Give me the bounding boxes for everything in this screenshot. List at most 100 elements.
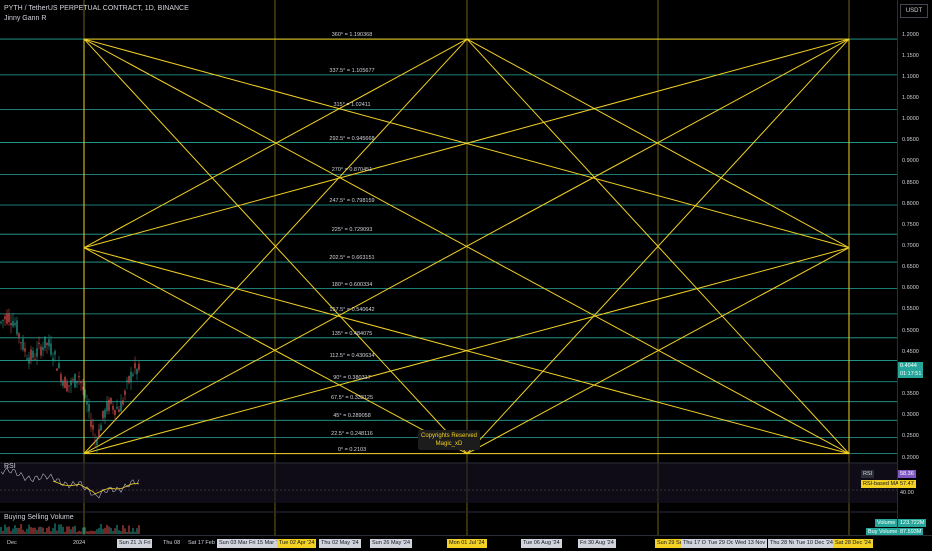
time-axis-label: Fri (142, 539, 153, 548)
rsi-ma-line (52, 480, 140, 495)
volume-title[interactable]: Buying Selling Volume (4, 514, 74, 521)
copyright-badge: Copyrights Reserved Magic_xD (418, 430, 480, 450)
candle-body (114, 409, 116, 416)
candle-body (98, 429, 100, 438)
candle-body (48, 339, 50, 347)
candle-body (44, 336, 46, 349)
candle-body (76, 380, 78, 383)
volume-bar (74, 525, 76, 534)
volume-bar (82, 527, 84, 534)
candle-body (26, 358, 28, 360)
candle-body (82, 386, 84, 390)
volume-bar (64, 531, 66, 534)
currency-button[interactable]: USDT (900, 4, 928, 18)
volume-bar (110, 527, 112, 534)
volume-bar (88, 531, 90, 534)
volume-bar (8, 526, 10, 534)
candle-body (6, 313, 8, 324)
rsi-level-tick: 40.00 (900, 490, 914, 496)
candle-body (106, 400, 108, 412)
volume-bar (108, 526, 110, 534)
time-axis-label: Sun 21 Jan (117, 539, 149, 548)
time-axis-label: Fri 15 Mar '24 (247, 539, 285, 548)
gann-level-label: 292.5° = 0.945668 (329, 135, 375, 142)
volume-bar (134, 531, 136, 534)
volume-value-tag: 123.722M (898, 519, 927, 527)
candle-body (138, 363, 140, 370)
gann-level-label: 225° = 0.729093 (331, 227, 373, 234)
volume-bar (76, 531, 78, 534)
candle-body (58, 363, 60, 368)
gann-level-label: 90° = 0.380317 (333, 374, 371, 381)
price-tick-label: 0.5500 (902, 306, 919, 313)
candle-body (128, 376, 130, 383)
volume-bar (68, 526, 70, 534)
price-tick-label: 0.8500 (902, 179, 919, 186)
time-axis-label: Sun 26 May '24 (370, 539, 413, 548)
candle-body (96, 439, 98, 446)
candle-body (28, 357, 30, 364)
candle-body (32, 350, 34, 358)
candle-body (10, 322, 12, 326)
volume-bar (28, 524, 30, 534)
volume-label-tag: Volume (875, 519, 898, 527)
price-tick-label: 1.0500 (902, 94, 919, 101)
candle-body (124, 390, 126, 395)
candle-body (136, 368, 138, 375)
volume-bar (18, 528, 20, 534)
rsi-title[interactable]: RSI (4, 463, 16, 470)
candle-body (64, 377, 66, 389)
candle-body (12, 320, 14, 327)
candle-body (118, 409, 120, 413)
volume-bar (114, 528, 116, 534)
volume-bar (56, 530, 58, 534)
volume-bar (138, 525, 140, 534)
candle-body (42, 347, 44, 351)
current-price-value: 0.4044 (900, 363, 917, 369)
time-axis-label: Tue 02 Apr '24 (277, 539, 317, 548)
volume-bar (122, 525, 124, 534)
time-axis-label: 2024 (73, 540, 86, 546)
volume-bar (66, 526, 68, 534)
gann-level-label: 202.5° = 0.663151 (329, 255, 375, 262)
current-price-tag: 0.4044 01:17:51 (898, 362, 924, 378)
time-axis-label: Tue 10 Dec '24 (794, 539, 835, 548)
candlesticks (0, 308, 140, 454)
price-tick-label: 0.7500 (902, 221, 919, 228)
volume-bar (0, 526, 2, 534)
candle-body (104, 409, 106, 418)
candle-body (62, 380, 64, 386)
candle-body (16, 320, 18, 335)
time-axis-label: Tue 06 Aug '24 (521, 539, 562, 548)
candle-body (80, 381, 82, 384)
time-axis-label: Tue 29 Oct (706, 539, 738, 548)
volume-bar (100, 523, 102, 534)
candle-body (66, 382, 68, 392)
volume-bar (84, 527, 86, 534)
volume-bar (32, 527, 34, 534)
candle-body (102, 410, 104, 419)
volume-bar (124, 528, 126, 534)
candle-body (134, 363, 136, 369)
volume-bar (86, 531, 88, 534)
gann-fan-line (466, 38, 850, 249)
symbol-title[interactable]: PYTH / TetherUS PERPETUAL CONTRACT, 1D, … (4, 5, 189, 12)
gann-fan-line (466, 38, 850, 454)
candle-body (130, 371, 132, 382)
candle-body (112, 405, 114, 410)
rsi-band (0, 463, 897, 503)
volume-pane (0, 511, 897, 534)
volume-bar (54, 523, 56, 534)
gann-level-label: 247.5° = 0.798159 (329, 197, 375, 204)
volume-bar (58, 524, 60, 534)
candle-body (36, 348, 38, 357)
volume-bar (120, 531, 122, 534)
volume-bar (20, 524, 22, 534)
candle-body (30, 349, 32, 360)
indicator-title[interactable]: Jinny Gann R (4, 15, 47, 22)
candle-body (54, 351, 56, 355)
candle-body (20, 342, 22, 344)
